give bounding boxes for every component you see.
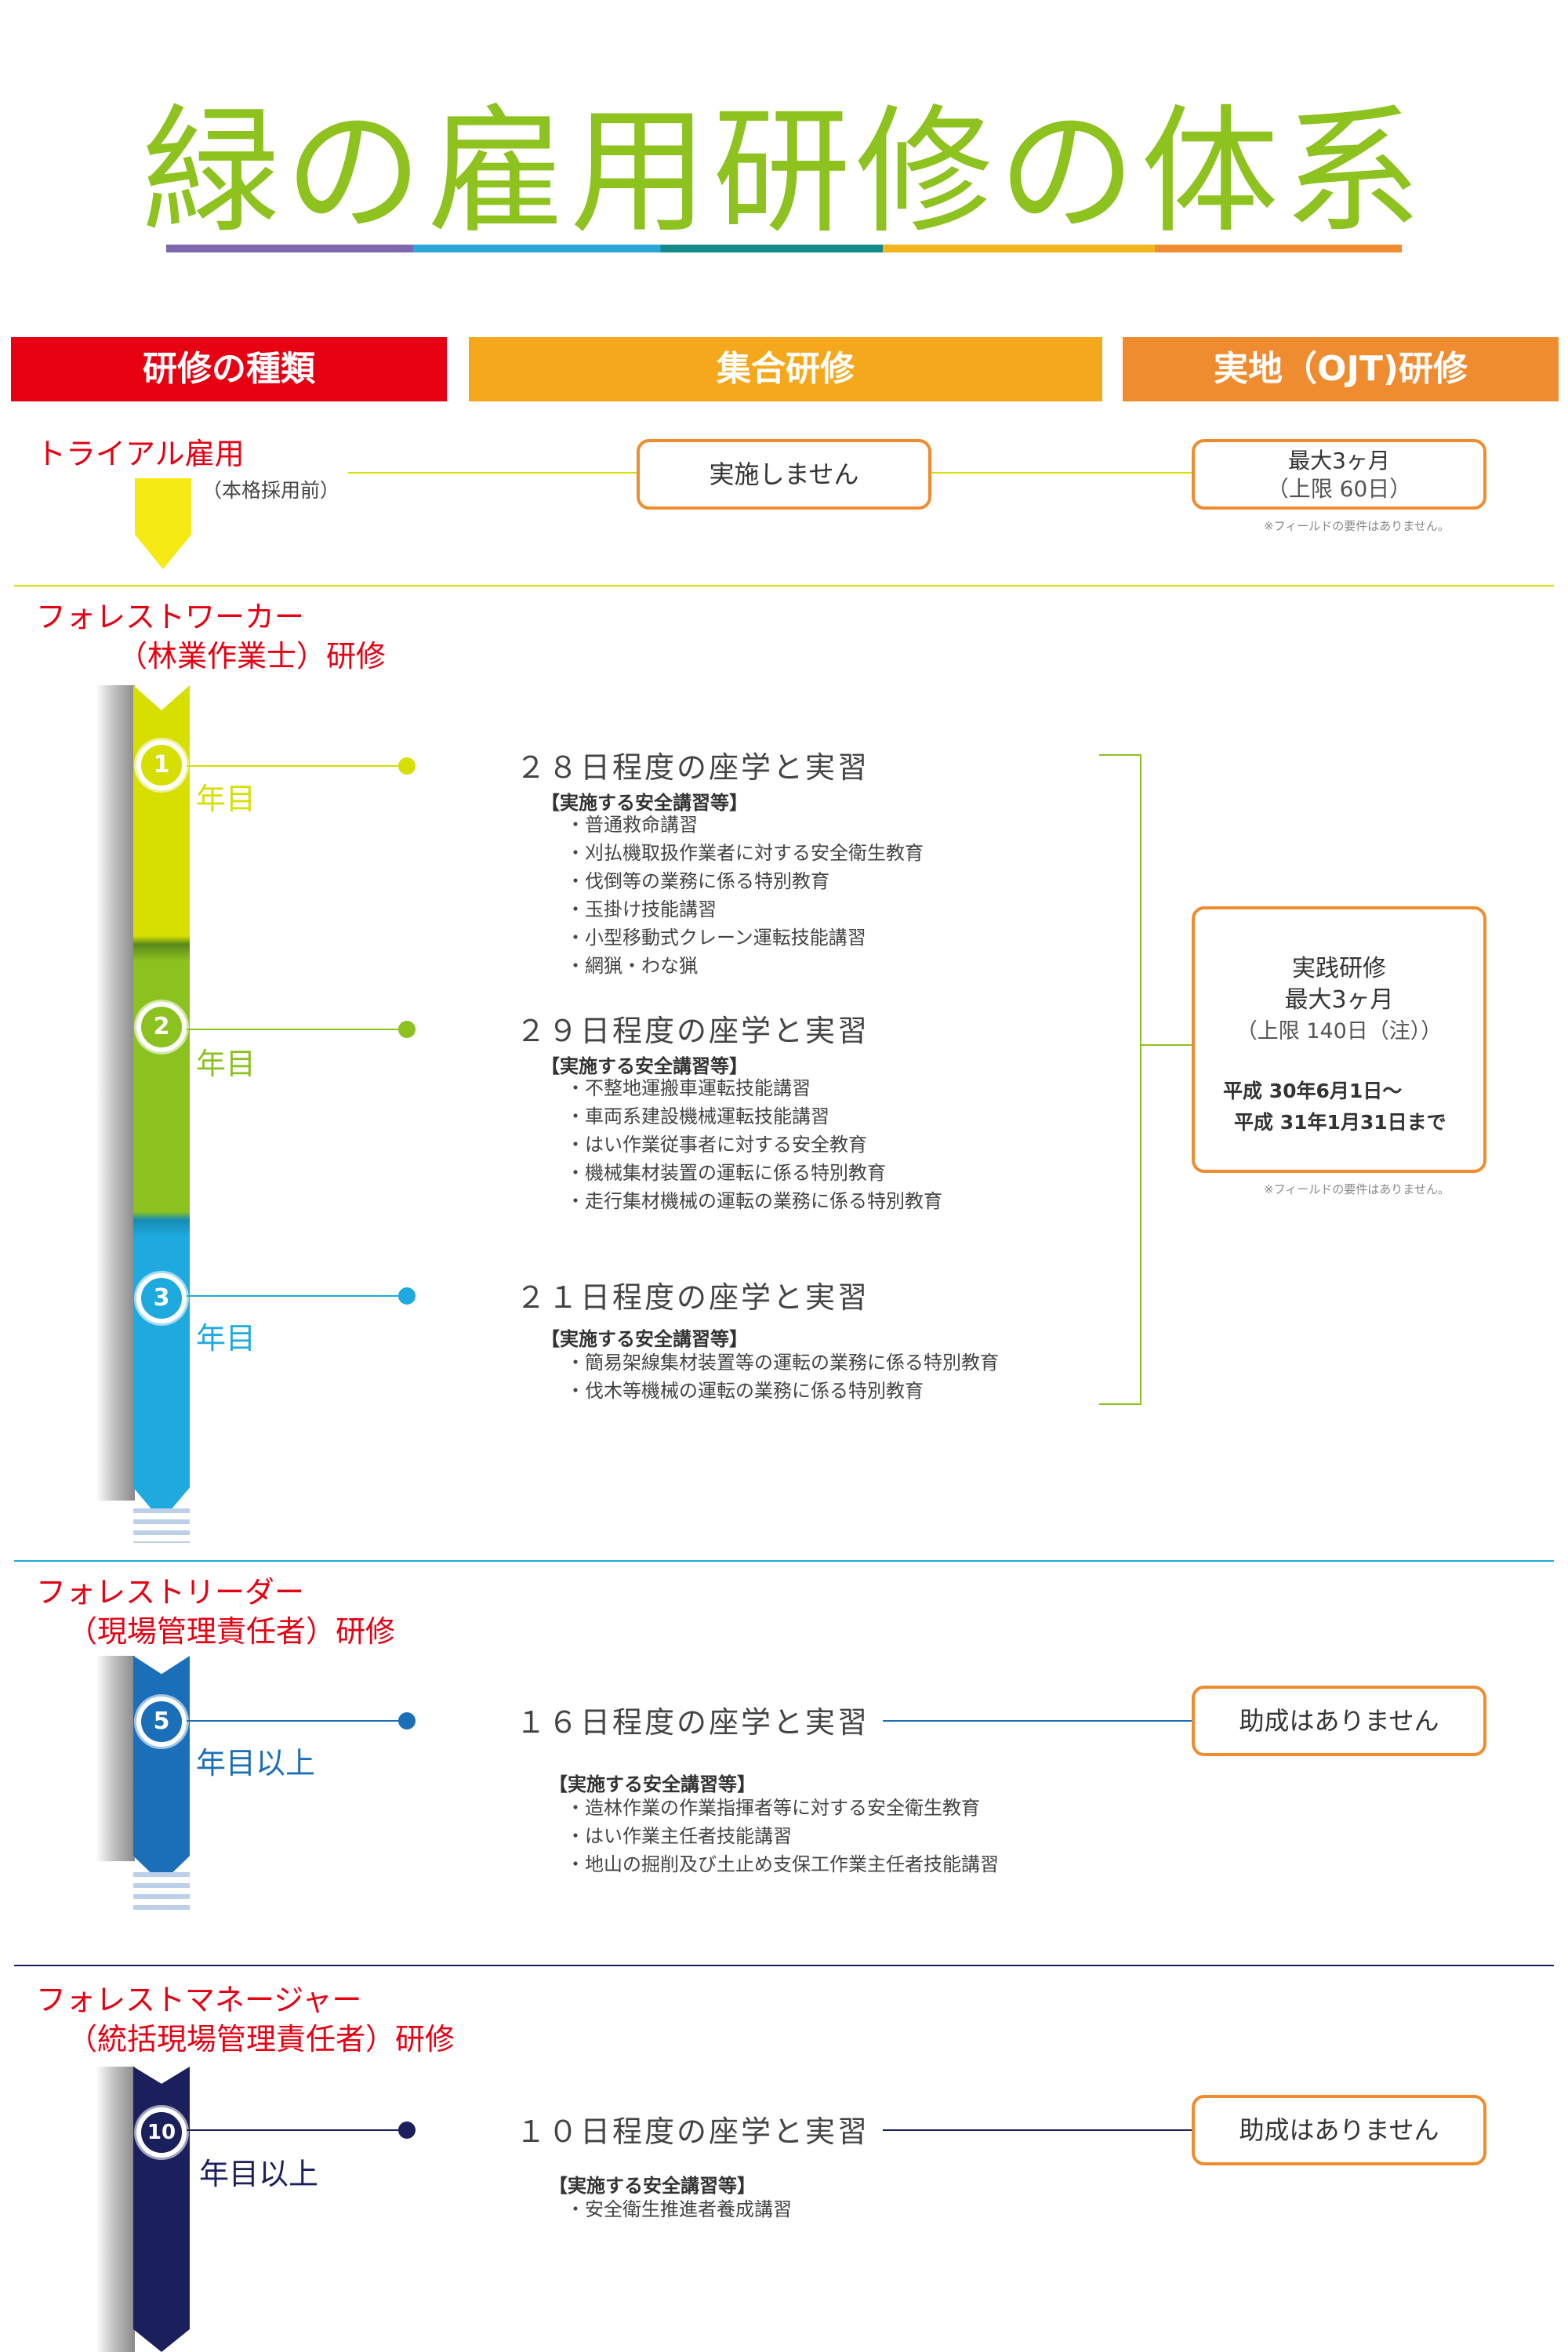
leader-year-label: 年目以上 — [196, 1746, 316, 1780]
header-group: 集合研修 — [469, 337, 1102, 401]
list-item: ・簡易架線集材装置等の運転の業務に係る特別教育 — [566, 1352, 999, 1374]
page-title: 緑の雇用研修の体系 — [141, 92, 1426, 252]
trial-ojt-line1: 最大3ヶ月 — [1288, 448, 1390, 474]
leader-dot — [398, 1712, 416, 1730]
list-item: ・機械集材装置の運転に係る特別教育 — [566, 1162, 886, 1184]
year3-dot — [398, 1287, 416, 1305]
year3-circle: 3 — [136, 1273, 187, 1323]
trial-line-1 — [348, 472, 637, 474]
year1-course: ２８日程度の座学と実習 — [516, 750, 870, 785]
list-item: ・伐倒等の業務に係る特別教育 — [566, 870, 829, 892]
trial-group-box: 実施しません — [637, 439, 931, 510]
list-item: ・地山の掘削及び土止め支保工作業主任者技能講習 — [566, 1853, 999, 1875]
list-item: ・伐木等機械の運転の業務に係る特別教育 — [566, 1380, 924, 1402]
list-item: ・不整地運搬車運転技能講習 — [566, 1077, 811, 1099]
leader-items: ・造林作業の作業指揮者等に対する安全衛生教育 ・はい作業主任者技能講習 ・地山の… — [566, 1794, 999, 1878]
list-item: ・はい作業主任者技能講習 — [566, 1825, 792, 1847]
leader-circle: 5 — [136, 1697, 187, 1747]
year3-sub: 【実施する安全講習等】 — [541, 1328, 748, 1350]
year2-dot — [398, 1021, 416, 1038]
leader-timeline-bar — [133, 1656, 190, 1883]
worker-ojt-line2: 最大3ヶ月 — [1284, 986, 1394, 1014]
list-item: ・はい作業従事者に対する安全教育 — [566, 1134, 867, 1156]
year1-circle: 1 — [136, 740, 187, 790]
trial-ojt-box: 最大3ヶ月 （上限 60日） — [1192, 439, 1486, 510]
list-item: ・走行集材機械の運転の業務に係る特別教育 — [566, 1190, 942, 1212]
worker-timeline-shadow — [96, 685, 135, 1501]
leader-ojt-box: 助成はありません — [1192, 1686, 1486, 1756]
trial-note: ※フィールドの要件はありません。 — [1264, 519, 1450, 533]
worker-ojt-line3: （上限 140日（注）） — [1236, 1019, 1443, 1044]
year2-sub: 【実施する安全講習等】 — [541, 1055, 748, 1077]
year3-course: ２１日程度の座学と実習 — [516, 1280, 870, 1315]
separator-1 — [14, 585, 1554, 586]
manager-course: １０日程度の座学と実習 — [516, 2114, 870, 2149]
worker-title-1: フォレストワーカー — [36, 600, 305, 634]
worker-ojt-note: ※フィールドの要件はありません。 — [1264, 1182, 1450, 1196]
year2-items: ・不整地運搬車運転技能講習 ・車両系建設機械運転技能講習 ・はい作業従事者に対す… — [566, 1074, 942, 1215]
list-item: ・小型移動式クレーン運転技能講習 — [566, 927, 866, 949]
list-item: ・造林作業の作業指揮者等に対する安全衛生教育 — [566, 1797, 980, 1819]
year3-line — [187, 1295, 405, 1297]
worker-stripes — [133, 1508, 190, 1543]
list-item: ・刈払機取扱作業者に対する安全衛生教育 — [566, 842, 924, 864]
manager-title-1: フォレストマネージャー — [36, 1983, 362, 2017]
leader-title-1: フォレストリーダー — [36, 1575, 305, 1610]
trial-line-2 — [931, 472, 1192, 474]
year3-label: 年目 — [196, 1321, 256, 1356]
manager-line-1 — [187, 2129, 405, 2131]
list-item: ・安全衛生推進者養成講習 — [566, 2198, 792, 2220]
list-item: ・網猟・わな猟 — [566, 955, 698, 977]
manager-items: ・安全衛生推進者養成講習 — [566, 2195, 792, 2223]
leader-title-2: （現場管理責任者）研修 — [67, 1614, 396, 1649]
trial-sub: （本格採用前） — [202, 479, 340, 502]
year1-label: 年目 — [196, 782, 256, 816]
leader-sub: 【実施する安全講習等】 — [549, 1773, 756, 1795]
worker-ojt-line1: 実践研修 — [1292, 955, 1386, 982]
year3-items: ・簡易架線集材装置等の運転の業務に係る特別教育 ・伐木等機械の運転の業務に係る特… — [566, 1348, 999, 1405]
leader-course: １６日程度の座学と実習 — [516, 1705, 870, 1740]
separator-3 — [14, 1965, 1554, 1966]
year2-line — [187, 1029, 405, 1030]
list-item: ・車両系建設機械運転技能講習 — [566, 1105, 829, 1127]
manager-line-2 — [883, 2129, 1192, 2131]
year1-sub: 【実施する安全講習等】 — [541, 792, 748, 814]
leader-ojt-text: 助成はありません — [1239, 1706, 1439, 1736]
worker-ojt-line4: 平成 30年6月1日～ — [1223, 1080, 1403, 1102]
year1-items: ・普通救命講習 ・刈払機取扱作業者に対する安全衛生教育 ・伐倒等の業務に係る特別… — [566, 811, 924, 980]
leader-line-2 — [883, 1720, 1192, 1722]
trial-ojt-line2: （上限 60日） — [1266, 476, 1412, 502]
leader-line-1 — [187, 1720, 405, 1722]
manager-dot — [398, 2122, 416, 2139]
worker-title-2: （林業作業士）研修 — [118, 639, 387, 673]
manager-title-2: （統括現場管理責任者）研修 — [67, 2022, 456, 2056]
worker-timeline-bar — [133, 685, 190, 1521]
manager-year-label: 年目以上 — [199, 2157, 319, 2191]
list-item: ・普通救命講習 — [566, 814, 698, 836]
year2-label: 年目 — [196, 1047, 256, 1081]
manager-ojt-text: 助成はありません — [1239, 2115, 1439, 2145]
manager-sub: 【実施する安全講習等】 — [549, 2175, 756, 2197]
year2-course: ２９日程度の座学と実習 — [516, 1014, 870, 1048]
year2-circle: 2 — [136, 1002, 187, 1052]
leader-stripes — [133, 1872, 190, 1915]
year1-line — [187, 765, 405, 767]
separator-2 — [14, 1560, 1554, 1562]
trial-group-text: 実施しません — [709, 459, 859, 489]
manager-timeline-shadow — [96, 2067, 135, 2352]
manager-circle: 10 — [136, 2107, 187, 2158]
title-underline — [166, 245, 1402, 252]
header-ojt: 実地（OJT)研修 — [1123, 337, 1559, 401]
worker-ojt-line5: 平成 31年1月31日まで — [1234, 1111, 1446, 1134]
leader-timeline-shadow — [96, 1656, 135, 1861]
header-types: 研修の種類 — [11, 337, 447, 401]
trial-label: トライアル雇用 — [36, 437, 245, 471]
year1-dot — [398, 757, 416, 775]
list-item: ・玉掛け技能講習 — [566, 898, 717, 920]
manager-ojt-box: 助成はありません — [1192, 2095, 1486, 2165]
worker-ojt-box: 実践研修 最大3ヶ月 （上限 140日（注）） 平成 30年6月1日～ 平成 3… — [1192, 906, 1486, 1173]
worker-bracket-connector — [1140, 1044, 1192, 1046]
worker-bracket — [1099, 754, 1142, 1405]
trial-arrow — [135, 478, 191, 569]
